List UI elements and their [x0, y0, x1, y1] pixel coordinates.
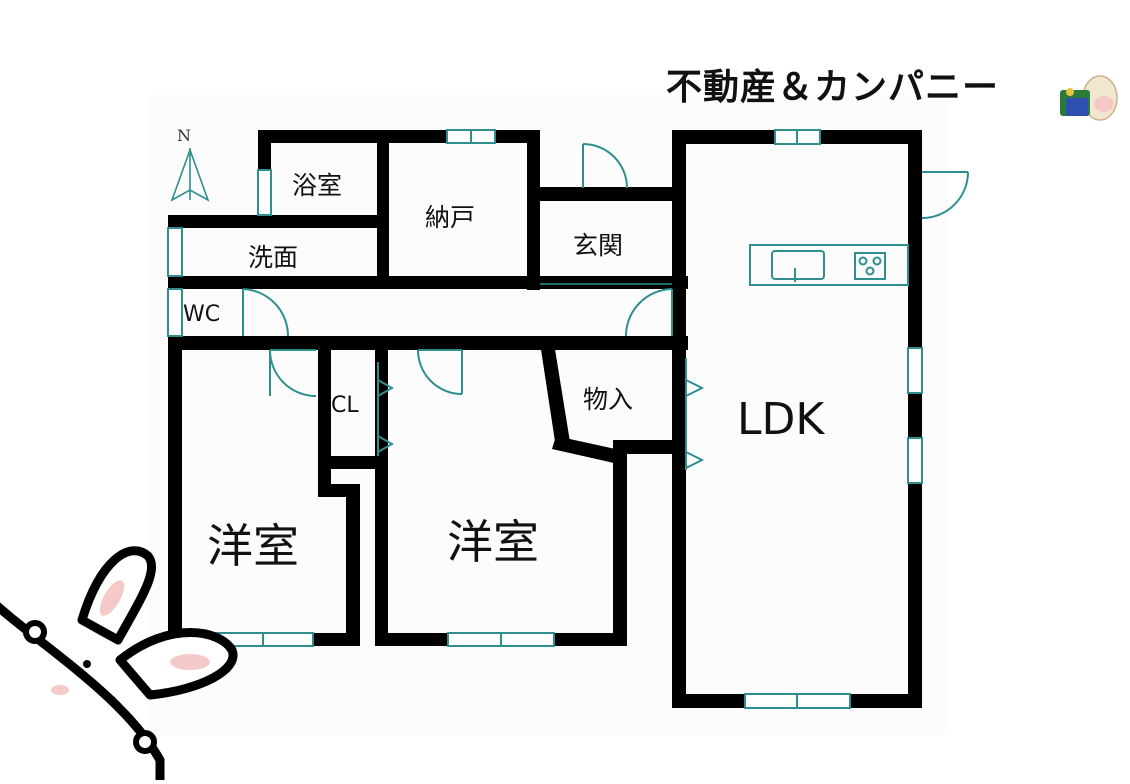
rabbit-details [23, 580, 210, 754]
compass-label: N [177, 126, 191, 145]
kitchen-counter [749, 244, 909, 286]
walls [168, 130, 922, 708]
plan-background [150, 95, 950, 735]
room-label-entrance: 玄関 [573, 231, 624, 260]
room-label-western-right: 洋室 [447, 515, 539, 569]
brand-mascot-icon [1060, 75, 1118, 121]
room-label-bath: 浴室 [292, 171, 343, 200]
room-label-closet: CL [331, 393, 359, 418]
room-label-washroom: 洗面 [248, 243, 299, 272]
compass-icon [170, 147, 210, 202]
doors [242, 143, 969, 470]
brand-name: 不動産＆カンパニー [666, 67, 1000, 108]
room-label-wc: WC [183, 302, 221, 327]
room-label-western-left: 洋室 [207, 519, 299, 573]
window-mullions [262, 130, 798, 708]
room-label-ldk: LDK [737, 394, 825, 445]
room-label-storage: 納戸 [425, 203, 476, 232]
room-label-pantry: 物入 [583, 385, 634, 414]
